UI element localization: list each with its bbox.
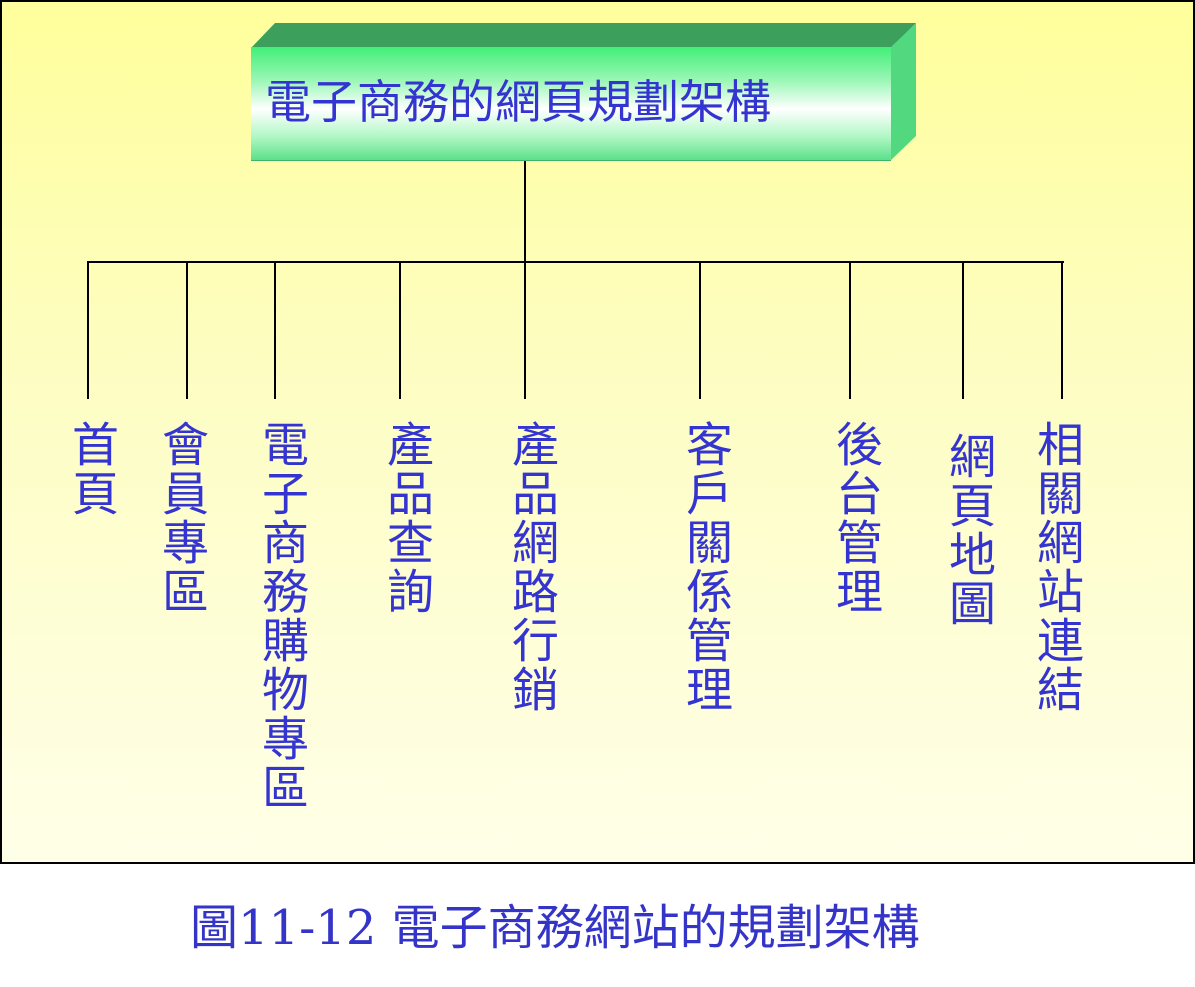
title-box [251, 47, 891, 161]
branch-connector-5 [524, 261, 526, 399]
branch-connector-2 [186, 261, 188, 399]
horizontal-connector [87, 261, 1064, 263]
branch-connector-1 [87, 261, 89, 399]
child-node-site-map: 網頁地圖 [940, 432, 995, 628]
title-box-side-face [890, 23, 916, 161]
branch-connector-3 [274, 261, 276, 399]
branch-connector-6 [699, 261, 701, 399]
branch-connector-8 [962, 261, 964, 399]
child-node-member-area: 會員專區 [153, 420, 208, 616]
diagram-panel: 電子商務的網頁規劃架構 首頁 會員專區 電子商務購物專區 產品查詢 產品網路行銷… [0, 0, 1195, 864]
child-node-ecommerce-shopping: 電子商務購物專區 [253, 420, 308, 812]
child-node-product-marketing: 產品網路行銷 [503, 420, 558, 714]
branch-connector-4 [399, 261, 401, 399]
child-node-backend-management: 後台管理 [827, 420, 882, 616]
figure-caption: 圖11-12 電子商務網站的規劃架構 [190, 900, 920, 956]
root-node-label: 電子商務的網頁規劃架構 [265, 75, 771, 129]
child-node-customer-relations: 客戶關係管理 [677, 420, 732, 714]
title-box-top-face [251, 23, 916, 48]
branch-connector-9 [1061, 261, 1063, 399]
root-connector [524, 161, 526, 263]
branch-connector-7 [849, 261, 851, 399]
child-node-related-links: 相關網站連結 [1028, 420, 1083, 714]
child-node-homepage: 首頁 [63, 420, 118, 518]
child-node-product-search: 產品查詢 [378, 420, 433, 616]
